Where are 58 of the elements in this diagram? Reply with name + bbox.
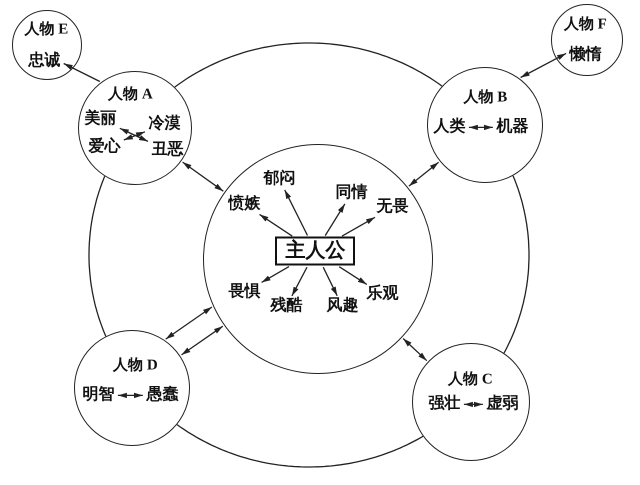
character-circle <box>412 343 530 461</box>
double-arrow <box>120 128 148 142</box>
arrow <box>342 216 376 237</box>
trait-label: 明智 <box>81 386 116 405</box>
trait-label: 冷漠 <box>147 115 182 134</box>
trait-label: 无畏 <box>375 198 410 217</box>
double-arrow <box>520 52 566 78</box>
character-name: 人物 C <box>447 372 494 390</box>
trait-label: 懒惰 <box>568 46 602 65</box>
double-arrow <box>402 338 428 362</box>
trait-label: 同情 <box>334 184 368 203</box>
trait-label: 虚弱 <box>485 395 520 414</box>
double-arrow <box>408 162 439 187</box>
protagonist-box: 主人公 <box>275 236 356 266</box>
trait-label: 强壮 <box>427 395 462 414</box>
double-arrow <box>464 402 483 408</box>
trait-label: 风趣 <box>325 297 360 316</box>
trait-label: 爱心 <box>87 138 122 157</box>
arrow <box>259 214 293 237</box>
character-name: 人物 E <box>24 22 70 40</box>
character-name: 人物 A <box>107 86 154 104</box>
arrow <box>63 62 100 82</box>
character-circle <box>427 67 543 183</box>
trait-label: 郁闷 <box>262 170 296 189</box>
character-circle <box>551 4 623 76</box>
connector-arc <box>503 176 530 354</box>
trait-label: 忠诚 <box>27 52 62 71</box>
connector-arc <box>88 176 106 337</box>
trait-label: 愤嫉 <box>227 195 262 214</box>
double-arrow <box>182 162 224 192</box>
trait-label: 美丽 <box>83 110 118 129</box>
double-arrow <box>118 392 143 398</box>
trait-label: 乐观 <box>365 285 400 304</box>
character-circle <box>78 71 192 185</box>
double-arrow <box>468 124 493 130</box>
connector-arc <box>174 42 442 88</box>
arrow <box>261 266 290 283</box>
arrow <box>291 266 308 296</box>
trait-label: 愚蠢 <box>145 386 180 405</box>
character-circle <box>74 330 190 446</box>
arrow <box>338 266 368 285</box>
trait-label: 畏惧 <box>227 283 262 302</box>
trait-label: 丑恶 <box>150 141 184 160</box>
arrow <box>324 204 346 236</box>
arrow <box>322 266 338 296</box>
double-arrow <box>124 131 146 141</box>
double-arrow <box>181 326 224 356</box>
inner-circle <box>203 144 433 374</box>
character-name: 人物 D <box>112 358 159 376</box>
character-name: 人物 F <box>562 16 608 34</box>
arrow <box>284 190 308 236</box>
connector-arc <box>176 424 424 468</box>
trait-label: 机器 <box>495 118 530 137</box>
character-circle <box>12 10 82 80</box>
trait-label: 残酷 <box>269 297 304 316</box>
trait-label: 人类 <box>432 118 466 137</box>
double-arrow <box>165 306 212 340</box>
character-name: 人物 B <box>462 90 508 108</box>
